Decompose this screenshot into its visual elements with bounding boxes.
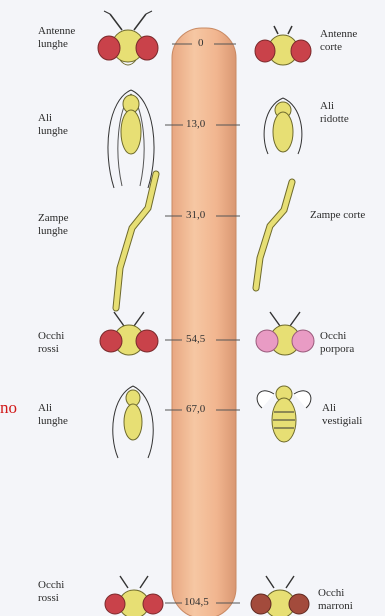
- left-trait-4-line-1: Occhi: [38, 330, 64, 343]
- right-trait-2-line-1: Ali: [320, 100, 349, 113]
- right-trait-6-line-2: marroni: [318, 600, 353, 613]
- fly-head-short-antennae-icon: [250, 18, 316, 78]
- left-trait-1-line-1: Antenne: [38, 25, 75, 38]
- fly-head-brown-eyes-icon: [244, 574, 316, 616]
- stray-text: no: [0, 398, 17, 418]
- right-trait-6-line-1: Occhi: [318, 587, 353, 600]
- right-trait-1: Antenne corte: [320, 28, 357, 54]
- marker-1: 13,0: [186, 118, 205, 130]
- right-trait-4: Occhi porpora: [320, 330, 354, 356]
- right-trait-1-line-1: Antenne: [320, 28, 357, 41]
- fly-head-red-eyes-icon: [94, 308, 164, 368]
- left-trait-5-line-2: lunghe: [38, 415, 68, 428]
- marker-4: 67,0: [186, 403, 205, 415]
- marker-3: 54,5: [186, 333, 205, 345]
- left-trait-2-line-2: lunghe: [38, 125, 68, 138]
- marker-2: 31,0: [186, 209, 205, 221]
- fly-vestigial-wings-icon: [248, 378, 320, 450]
- left-trait-6-line-1: Occhi: [38, 579, 64, 592]
- fly-head-red-eyes-bottom-icon: [98, 574, 170, 616]
- left-trait-6-line-2: rossi: [38, 592, 64, 605]
- left-trait-5-line-1: Ali: [38, 402, 68, 415]
- right-trait-2-line-2: ridotte: [320, 113, 349, 126]
- marker-5: 104,5: [184, 596, 209, 608]
- right-trait-6: Occhi marroni: [318, 587, 353, 613]
- left-trait-2: Ali lunghe: [38, 112, 68, 138]
- left-trait-2-line-1: Ali: [38, 112, 68, 125]
- right-trait-2: Ali ridotte: [320, 100, 349, 126]
- fly-reduced-wings-icon: [256, 92, 310, 162]
- left-trait-1: Antenne lunghe: [38, 25, 75, 51]
- right-trait-4-line-2: porpora: [320, 343, 354, 356]
- left-trait-6: Occhi rossi: [38, 579, 64, 605]
- left-trait-3-line-1: Zampe: [38, 212, 69, 225]
- fly-head-long-antennae-icon: [92, 10, 164, 76]
- right-trait-3: Zampe corte: [310, 209, 365, 222]
- right-trait-4-line-1: Occhi: [320, 330, 354, 343]
- left-trait-4: Occhi rossi: [38, 330, 64, 356]
- fly-head-purple-eyes-icon: [250, 308, 320, 368]
- fly-long-leg-icon: [104, 168, 166, 314]
- right-trait-1-line-2: corte: [320, 41, 357, 54]
- right-trait-5: Ali vestigiali: [322, 402, 362, 428]
- marker-0: 0: [198, 37, 204, 49]
- left-trait-3: Zampe lunghe: [38, 212, 69, 238]
- fly-long-wings-icon-2: [104, 378, 162, 462]
- fly-short-leg-icon: [246, 176, 302, 294]
- left-trait-4-line-2: rossi: [38, 343, 64, 356]
- left-trait-3-line-2: lunghe: [38, 225, 69, 238]
- right-trait-3-line-1: Zampe corte: [310, 209, 365, 222]
- left-trait-1-line-2: lunghe: [38, 38, 75, 51]
- right-trait-5-line-1: Ali: [322, 402, 362, 415]
- right-trait-5-line-2: vestigiali: [322, 415, 362, 428]
- left-trait-5: Ali lunghe: [38, 402, 68, 428]
